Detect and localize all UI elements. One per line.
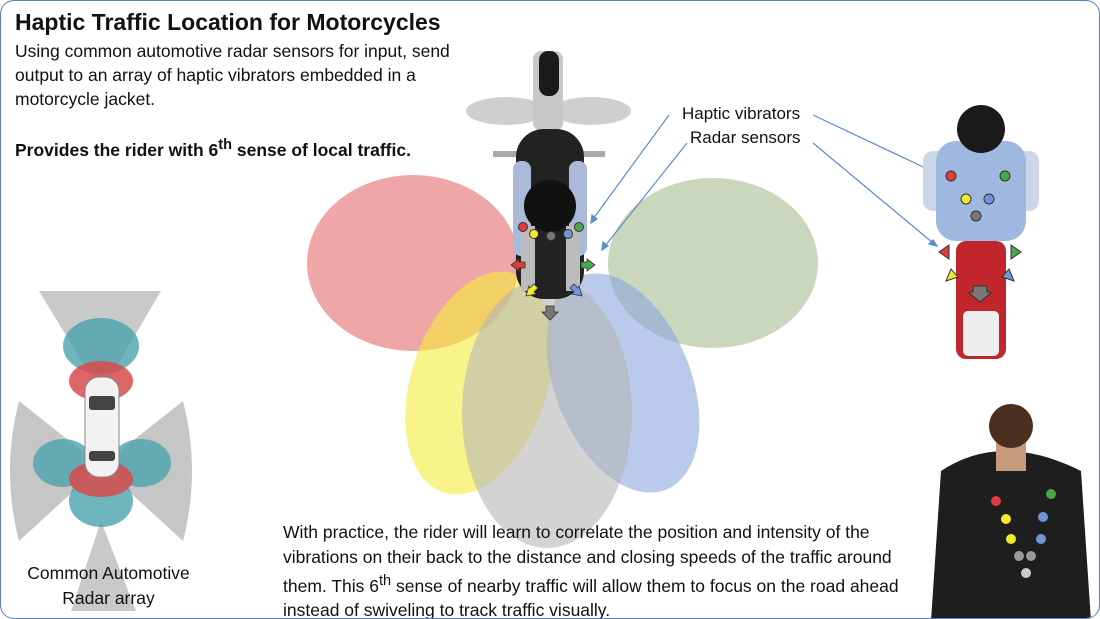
intro-text: Using common automotive radar sensors fo…: [15, 41, 450, 109]
tagline-text-end: sense of local traffic.: [232, 139, 411, 160]
slide-title: Haptic Traffic Location for Motorcycles: [15, 9, 441, 35]
jacket-photo: [931, 404, 1091, 618]
zone-rear: [462, 278, 632, 548]
tagline: Provides the rider with 6th sense of loc…: [15, 137, 411, 161]
zone-right: [608, 178, 818, 348]
rider-back-icon: [923, 105, 1039, 359]
haptic-dots-bike: [518, 222, 584, 241]
motorcycle-top-icon: [466, 51, 631, 299]
car-radar-array-image: [10, 291, 192, 611]
label-haptic-vibrators: Haptic vibrators: [682, 104, 801, 123]
car-caption: Common Automotive Radar array: [27, 563, 190, 608]
bottom-paragraph: With practice, the rider will learn to c…: [283, 520, 903, 619]
radar-arrows-bike: [510, 258, 596, 321]
bottom-text: With practice, the rider will learn to c…: [283, 522, 892, 596]
bottom-sup: th: [378, 573, 392, 589]
tagline-sup: th: [218, 137, 233, 153]
tagline-text: Provides the rider with 6: [15, 139, 219, 160]
bottom-text-end: sense of nearby traffic will allow them …: [283, 575, 899, 619]
label-radar-sensors: Radar sensors: [690, 128, 801, 147]
